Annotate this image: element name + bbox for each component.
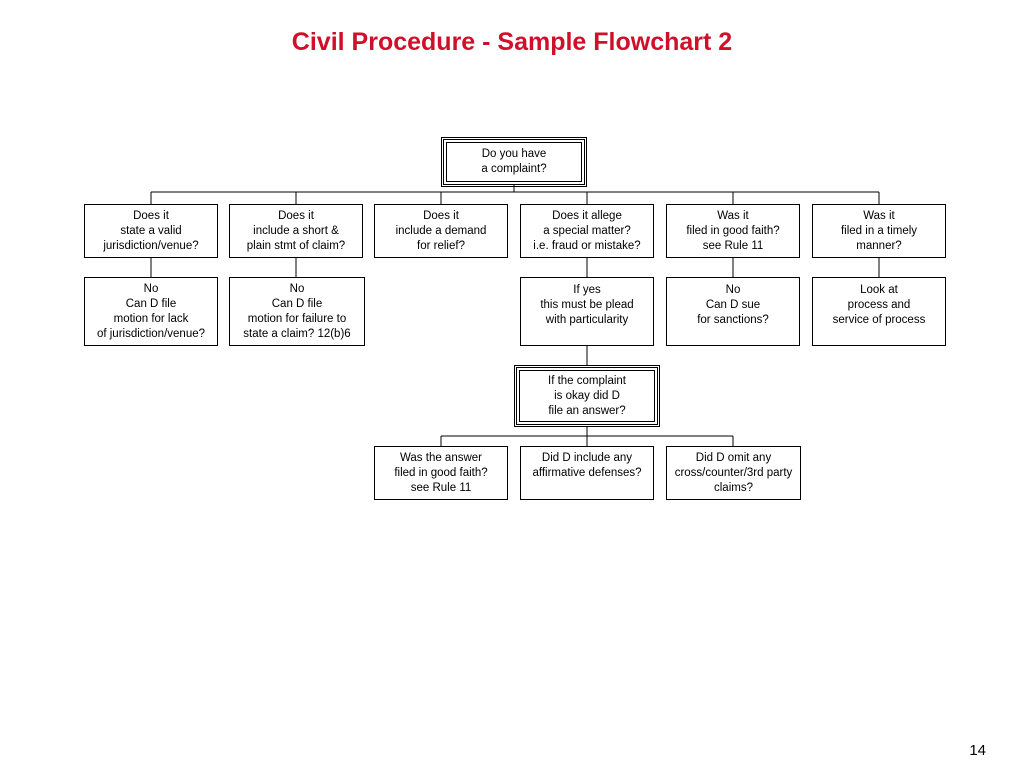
- response-service-node: Look at process and service of process: [812, 277, 946, 346]
- response-sanctions-node: No Can D sue for sanctions?: [666, 277, 800, 346]
- node-text: for relief?: [417, 239, 465, 252]
- node-text: jurisdiction/venue?: [103, 239, 199, 252]
- node-text: see Rule 11: [702, 239, 764, 252]
- node-text: for sanctions?: [697, 314, 769, 326]
- node-text: include a short &: [253, 224, 339, 237]
- node-text: No: [289, 282, 305, 295]
- answer-node: If the complaint is okay did D file an a…: [514, 365, 660, 427]
- node-text: Does it: [423, 209, 459, 222]
- node-text: Was it: [863, 209, 895, 222]
- question-timely-node: Was it filed in a timely manner?: [812, 204, 946, 258]
- node-text: claims?: [714, 481, 753, 494]
- node-text: a complaint?: [481, 163, 547, 175]
- answer-good-faith-node: Was the answer filed in good faith? see …: [374, 446, 508, 500]
- node-text: of jurisdiction/venue?: [96, 327, 206, 340]
- node-text: cross/counter/3rd party: [674, 466, 793, 479]
- node-text: Does it: [278, 209, 314, 222]
- node-text: motion for failure to: [247, 312, 347, 325]
- node-text: Look at: [860, 284, 898, 296]
- node-text: service of process: [832, 314, 926, 326]
- node-text: filed in good faith?: [394, 466, 488, 479]
- question-special-matter-node: Does it allege a special matter? i.e. fr…: [520, 204, 654, 258]
- node-text: If the complaint: [548, 374, 626, 387]
- node-text: process and: [847, 299, 911, 311]
- node-text: motion for lack: [113, 312, 189, 325]
- node-text: plain stmt of claim?: [246, 239, 346, 252]
- response-particularity-node: If yes this must be plead with particula…: [520, 277, 654, 346]
- node-text: i.e. fraud or mistake?: [533, 239, 641, 252]
- node-text: No: [725, 284, 741, 296]
- node-text: Do you have: [481, 148, 547, 160]
- node-text: Was the answer: [399, 451, 483, 464]
- node-text: with particularity: [545, 314, 629, 326]
- node-text: state a claim? 12(b)6: [243, 327, 351, 340]
- node-text: Does it: [133, 209, 169, 222]
- node-text: Does it allege: [552, 209, 622, 222]
- node-text: include a demand: [395, 224, 487, 237]
- node-text: Was it: [717, 209, 749, 222]
- question-short-statement-node: Does it include a short & plain stmt of …: [229, 204, 363, 258]
- node-text: is okay did D: [554, 389, 620, 402]
- response-failure-to-state-node: No Can D file motion for failure to stat…: [229, 277, 365, 346]
- node-text: filed in good faith?: [686, 224, 780, 237]
- node-text: see Rule 11: [410, 481, 472, 494]
- node-text: this must be plead: [540, 299, 634, 311]
- node-text: Did D omit any: [695, 451, 772, 464]
- node-text: affirmative defenses?: [532, 467, 642, 479]
- answer-omitted-claims-node: Did D omit any cross/counter/3rd party c…: [666, 446, 801, 500]
- question-demand-relief-node: Does it include a demand for relief?: [374, 204, 508, 258]
- node-text: Did D include any: [541, 452, 633, 464]
- node-text: a special matter?: [543, 224, 631, 237]
- node-text: filed in a timely: [840, 224, 918, 237]
- node-text: state a valid: [120, 224, 182, 237]
- node-text: Can D file: [271, 297, 323, 310]
- page-number: 14: [969, 742, 986, 759]
- node-text: file an answer?: [548, 404, 626, 417]
- page-title: Civil Procedure - Sample Flowchart 2: [291, 28, 733, 56]
- response-jurisdiction-node: No Can D file motion for lack of jurisdi…: [84, 277, 218, 346]
- node-text: No: [143, 282, 159, 295]
- question-good-faith-node: Was it filed in good faith? see Rule 11: [666, 204, 800, 258]
- node-text: Can D sue: [705, 299, 761, 311]
- answer-affirmative-defenses-node: Did D include any affirmative defenses?: [520, 446, 654, 500]
- node-text: manner?: [856, 239, 902, 252]
- node-text: If yes: [573, 284, 601, 296]
- node-text: Can D file: [125, 297, 177, 310]
- question-jurisdiction-node: Does it state a valid jurisdiction/venue…: [84, 204, 218, 258]
- root-node: Do you have a complaint?: [441, 137, 587, 187]
